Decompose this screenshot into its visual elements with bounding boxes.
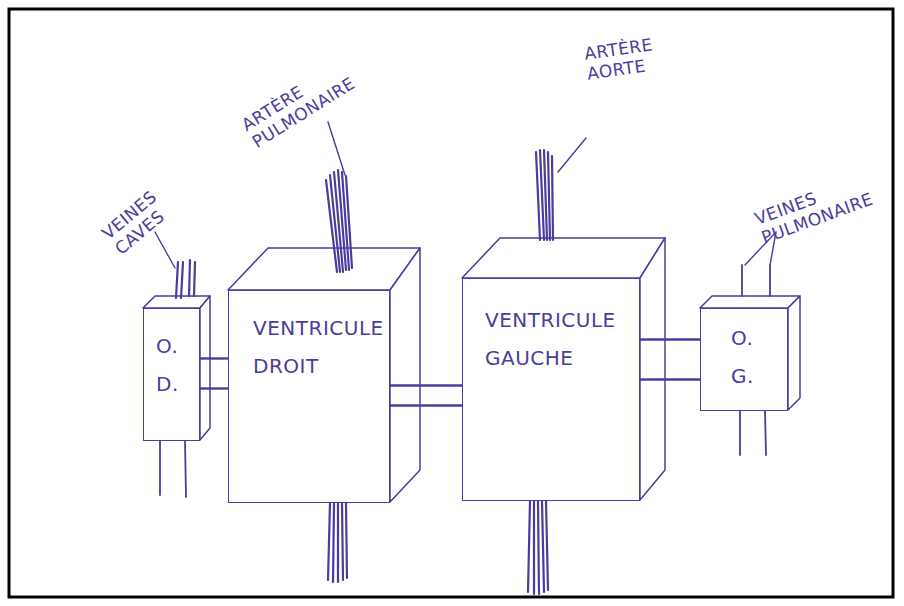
chamber-name: VENTRICULE GAUCHE [485,301,635,377]
valve-connector [640,378,700,380]
chamber-name: O. G. [731,319,761,395]
ventricle-top-face [462,238,665,278]
vessel-label: VEINES CAVES [98,170,193,258]
atrium-side-face [788,296,800,410]
vessel-label: VEINES PULMONAIRE [752,166,888,248]
heart-chamber: O. D. [143,308,200,441]
valve-connector [200,357,228,359]
heart-chamber: VENTRICULE DROIT [228,290,390,503]
vessel-stub [328,503,347,582]
pulmonary-artery [326,170,352,272]
ventricle-top-face [228,248,420,290]
atrium-side-face [200,296,210,440]
valve-connector [390,404,462,406]
heart-chamber: VENTRICULE GAUCHE [462,278,640,501]
vessel-stub [528,501,548,594]
vessel-label: ARTÈRE AORTE [583,31,678,83]
valve-connector [640,338,700,340]
ventricle-side-face [640,238,665,500]
heart-chamber: O. G. [700,308,788,411]
chamber-name: VENTRICULE DROIT [253,309,393,385]
vessel-stub [740,411,766,455]
valve-connector [200,387,228,389]
frame [9,9,893,597]
ventricle-side-face [390,248,420,502]
vessel-stub [160,441,186,497]
chamber-name: O. D. [156,327,186,403]
pulmonary-veins [742,265,770,296]
atrium-top-face [700,296,800,308]
leader-line [155,122,776,268]
venae-cavae [176,260,195,298]
valve-connector [390,384,462,386]
vessel-label: ARTÈRE PULMONAIRE [238,33,395,152]
aorta [536,150,553,240]
